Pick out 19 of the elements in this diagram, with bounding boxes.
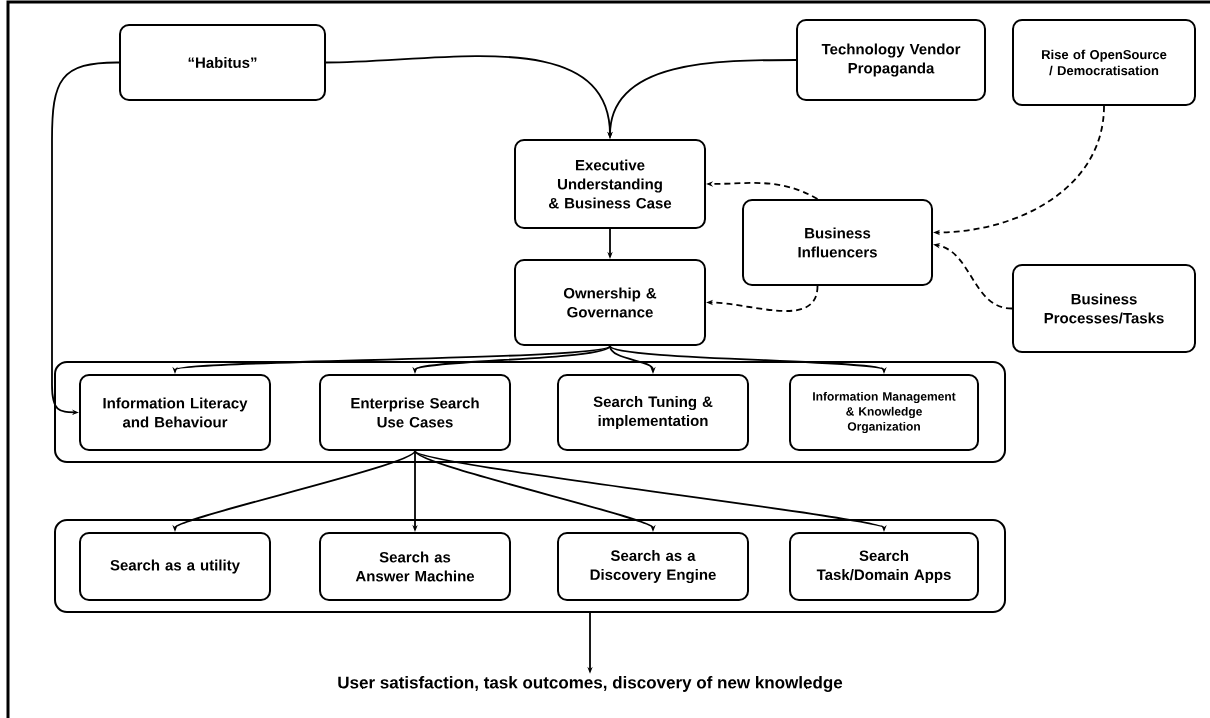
process-box: Technology Vendor Propaganda bbox=[796, 19, 986, 101]
process-box: Search Tuning & implementation bbox=[557, 374, 749, 451]
process-box: Information Literacy and Behaviour bbox=[79, 374, 271, 451]
process-box: Enterprise Search Use Cases bbox=[319, 374, 511, 451]
process-box: Ownership & Governance bbox=[514, 259, 706, 346]
group-box bbox=[54, 361, 1006, 463]
process-box: Business Processes/Tasks bbox=[1012, 264, 1196, 353]
process-box: Search as Answer Machine bbox=[319, 532, 511, 601]
process-box: Search as a Discovery Engine bbox=[557, 532, 749, 601]
process-box: “Habitus” bbox=[119, 24, 326, 101]
process-box: Search as a utility bbox=[79, 532, 271, 601]
process-box: Rise of OpenSource / Democratisation bbox=[1012, 19, 1196, 106]
arrow bbox=[51, 61, 120, 415]
process-box: Business Influencers bbox=[742, 199, 933, 286]
group-box bbox=[54, 519, 1006, 613]
outcome-text: User satisfaction, task outcomes, discovery of new knowledge bbox=[338, 676, 843, 692]
process-box: Information Management & Knowledge Organization bbox=[789, 374, 979, 451]
process-box: Search Task/Domain Apps bbox=[789, 532, 979, 601]
process-box: Executive Understanding & Business Case bbox=[514, 139, 706, 229]
